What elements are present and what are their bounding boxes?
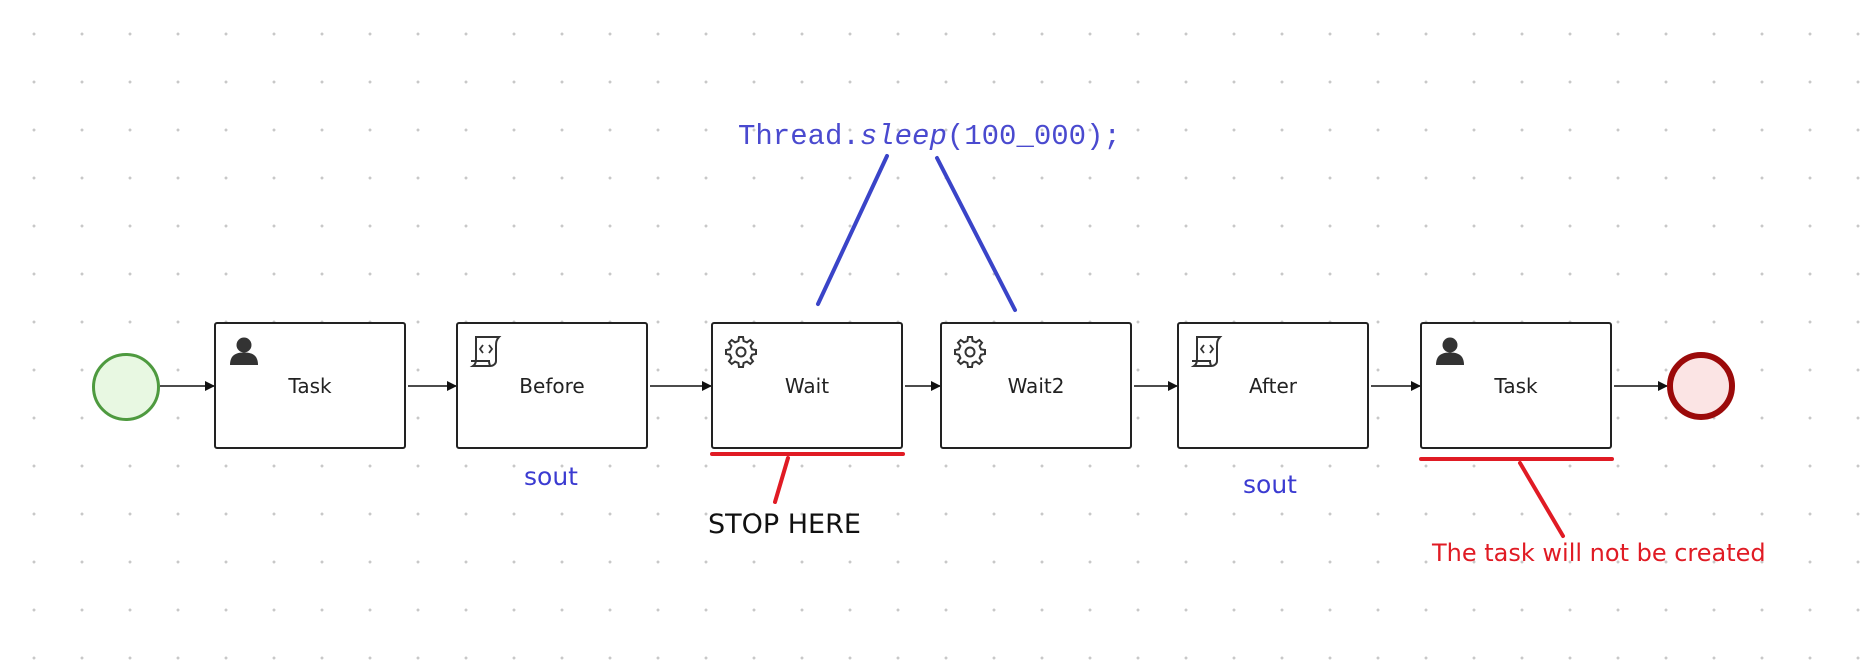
task-label: Wait [784, 374, 830, 398]
task-label: Task [1494, 374, 1538, 398]
task-label: Before [519, 374, 585, 398]
code-annotation: Thread.sleep(100_000); [738, 120, 1121, 153]
user-icon [1436, 337, 1464, 365]
code-method: sleep [859, 120, 947, 153]
task-service-wait2[interactable]: Wait2 [940, 322, 1132, 449]
script-icon [1190, 336, 1223, 367]
code-suffix: (100_000); [946, 120, 1121, 153]
pointer-stop-here [773, 456, 790, 504]
task-user-1[interactable]: Task [214, 322, 406, 449]
task-service-wait[interactable]: Wait [711, 322, 903, 449]
task-user-2[interactable]: Task [1420, 322, 1612, 449]
task-script-before[interactable]: Before [456, 322, 648, 449]
sout-annotation-after: sout [1243, 470, 1297, 499]
pointer-not-created [1518, 461, 1565, 538]
code-prefix: Thread. [738, 120, 860, 153]
task-label: After [1248, 374, 1298, 398]
gear-icon [725, 336, 757, 368]
stop-here-annotation: STOP HERE [708, 509, 861, 540]
start-event[interactable] [92, 353, 160, 421]
sout-annotation-before: sout [524, 462, 578, 491]
annotation-line-wait2 [935, 156, 1017, 312]
not-created-annotation: The task will not be created [1432, 539, 1766, 567]
task-script-after[interactable]: After [1177, 322, 1369, 449]
task-label: Task [288, 374, 332, 398]
task-label: Wait2 [1007, 374, 1065, 398]
user-icon [230, 337, 258, 365]
gear-icon [954, 336, 986, 368]
end-event[interactable] [1667, 352, 1735, 420]
annotation-line-wait [816, 154, 889, 306]
script-icon [469, 336, 502, 367]
